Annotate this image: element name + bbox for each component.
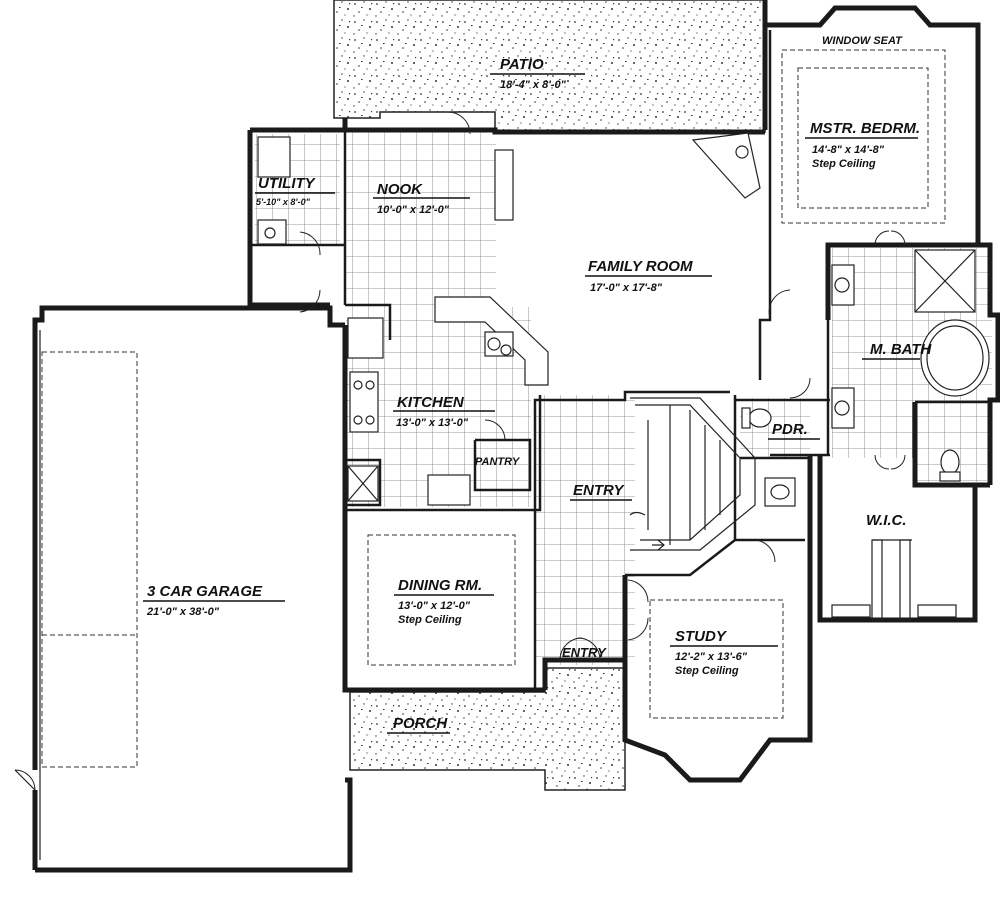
entry-top-name: ENTRY <box>573 482 626 499</box>
garage-size: 21'-0" x 38'-0" <box>146 606 220 618</box>
mstr-bedrm-note: Step Ceiling <box>812 158 876 170</box>
staircase <box>629 397 756 551</box>
window-seat-label: WINDOW SEAT <box>822 35 903 47</box>
patio-name: PATIO <box>500 56 544 73</box>
garage-name: 3 CAR GARAGE <box>147 583 263 600</box>
porch-name: PORCH <box>393 715 448 732</box>
study-size: 12'-2" x 13'-6" <box>675 651 748 663</box>
kitchen-fixtures <box>347 149 549 506</box>
utility-name: UTILITY <box>258 175 317 192</box>
interior-walls <box>250 30 990 740</box>
pantry-name: PANTRY <box>475 456 521 468</box>
study-note: Step Ceiling <box>675 665 739 677</box>
patio-slab <box>333 0 766 133</box>
mstr-bedrm-size: 14'-8" x 14'-8" <box>812 144 885 156</box>
family-room-size: 17'-0" x 17'-8" <box>590 282 663 294</box>
kitchen-name: KITCHEN <box>397 394 465 411</box>
utility-fixtures <box>257 136 291 245</box>
master-bath-fixtures <box>831 249 990 482</box>
wic-shelves <box>831 539 957 621</box>
dining-size: 13'-0" x 12'-0" <box>398 600 471 612</box>
kitchen-size: 13'-0" x 13'-0" <box>396 417 469 429</box>
door-swings <box>299 111 906 661</box>
nook-name: NOOK <box>377 181 423 198</box>
family-room-name: FAMILY ROOM <box>588 258 693 275</box>
entry-bottom-name: ENTRY <box>562 645 607 660</box>
mstr-bedrm-name: MSTR. BEDRM. <box>810 120 920 137</box>
dining-note: Step Ceiling <box>398 614 462 626</box>
garage <box>14 305 353 873</box>
utility-size: 5'-10" x 8'-0" <box>256 197 311 207</box>
m-bath-name: M. BATH <box>870 341 933 358</box>
fireplace <box>691 132 761 199</box>
wic-name: W.I.C. <box>866 512 907 529</box>
dining-name: DINING RM. <box>398 577 482 594</box>
nook-size: 10'-0" x 12'-0" <box>377 204 450 216</box>
room-labels: PATIO 18'-4" x 8'-0" WINDOW SEAT MSTR. B… <box>143 35 933 734</box>
patio-size: 18'-4" x 8'-0" <box>500 79 567 91</box>
porch-slab <box>349 667 626 791</box>
powder-fixtures <box>741 407 796 507</box>
step-ceiling-outlines <box>367 49 946 719</box>
study-name: STUDY <box>675 628 728 645</box>
pdr-name: PDR. <box>772 421 808 438</box>
